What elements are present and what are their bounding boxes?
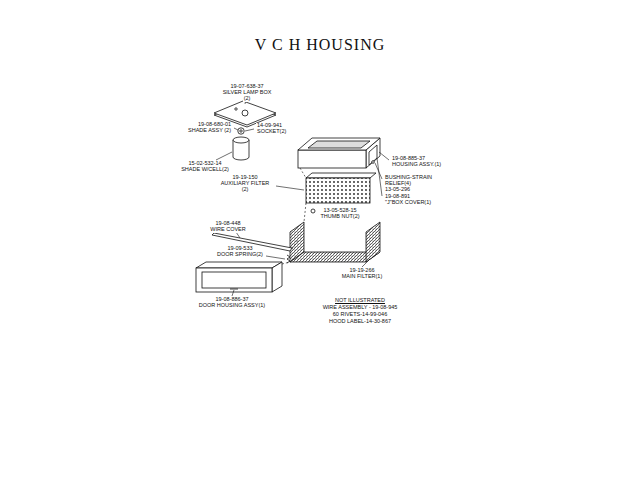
part-label: THUMB NUT(2) bbox=[319, 214, 360, 220]
main-filter-side bbox=[366, 222, 380, 262]
part-label: 19-08-680-01 bbox=[197, 122, 232, 128]
door-side bbox=[272, 262, 282, 292]
housing-opening bbox=[308, 141, 370, 148]
part-label: SHADE W/CELL(2) bbox=[180, 167, 230, 173]
diagram-title: V C H HOUSING bbox=[255, 37, 386, 53]
leader-line bbox=[379, 152, 389, 160]
part-label: WIRE COVER bbox=[209, 227, 246, 233]
assembly-line bbox=[300, 168, 306, 178]
aux-filter-top bbox=[306, 173, 376, 178]
door-spring bbox=[287, 255, 290, 263]
leader-line bbox=[276, 186, 304, 190]
shade-top bbox=[233, 137, 249, 143]
housing-top bbox=[298, 138, 380, 150]
door-top bbox=[196, 262, 282, 268]
leader-line bbox=[377, 158, 382, 196]
part-label: BUSHING-STRAIN bbox=[384, 175, 433, 181]
part-label: SOCKET(2) bbox=[256, 129, 287, 135]
leader-line bbox=[266, 256, 285, 259]
socket-core bbox=[240, 130, 242, 132]
part-label: 13-05-296 bbox=[384, 187, 411, 193]
socket bbox=[238, 128, 244, 134]
part-label: RELIEF(4) bbox=[384, 181, 412, 187]
part-label: 60 RIVETS-14-99-046 bbox=[332, 312, 388, 318]
part-label: NOT ILLUSTRATED bbox=[334, 298, 386, 304]
lamp-hole bbox=[235, 108, 237, 110]
door-latch bbox=[230, 289, 238, 290]
thumb-nut bbox=[311, 209, 315, 213]
part-label: HOUSING ASSY.(1) bbox=[391, 162, 442, 168]
part-label: 19-09-533 bbox=[226, 246, 253, 252]
part-label: 19-19-150 bbox=[231, 175, 258, 181]
part-label: 19-19-266 bbox=[348, 268, 375, 274]
part-label: "J"BOX COVER(1) bbox=[384, 200, 432, 206]
leader-line bbox=[245, 129, 254, 131]
part-label: SHADE ASSY (2) bbox=[187, 128, 232, 134]
part-label: 19-08-886-37 bbox=[214, 297, 249, 303]
bushing bbox=[372, 161, 375, 164]
door-window bbox=[202, 272, 266, 288]
part-label: WIRE ASSEMBLY - 19-08-945 bbox=[322, 305, 399, 311]
door-front bbox=[196, 268, 272, 292]
part-label: DOOR SPRING(2) bbox=[216, 252, 264, 258]
assembly-line bbox=[282, 262, 290, 264]
leader-line bbox=[234, 128, 238, 130]
lamp-hole bbox=[242, 110, 248, 116]
part-label: SILVER LAMP BOX bbox=[222, 90, 273, 96]
leader-line bbox=[362, 259, 370, 267]
part-label: 14-09-941 bbox=[256, 123, 283, 129]
assembly-line bbox=[304, 203, 306, 222]
part-label: 15-02-532-14 bbox=[187, 161, 222, 167]
part-label: (2) bbox=[241, 187, 250, 193]
assembly-line bbox=[292, 240, 298, 249]
part-label: 19-08-885-37 bbox=[391, 156, 426, 162]
part-label: 19-07-638-37 bbox=[229, 84, 264, 90]
aux-filter bbox=[306, 178, 370, 203]
part-label: 13-05-528-15 bbox=[322, 208, 357, 214]
part-label: (2) bbox=[243, 96, 252, 102]
wire-cover bbox=[212, 233, 292, 251]
part-label: DOOR HOUSING ASSY(1) bbox=[198, 303, 266, 309]
part-label: HOOD LABEL-14-30-867 bbox=[328, 319, 392, 325]
part-label: AUXILIARY FILTER bbox=[220, 181, 271, 187]
part-label: MAIN FILTER(1) bbox=[341, 274, 384, 280]
part-label: 19-08-448 bbox=[214, 221, 241, 227]
housing-front bbox=[298, 150, 366, 168]
leader-line bbox=[216, 152, 232, 160]
leader-line bbox=[232, 290, 234, 296]
j-box-cover bbox=[369, 145, 377, 165]
leader-line bbox=[236, 232, 240, 238]
part-label: 19-08-891 bbox=[384, 194, 411, 200]
